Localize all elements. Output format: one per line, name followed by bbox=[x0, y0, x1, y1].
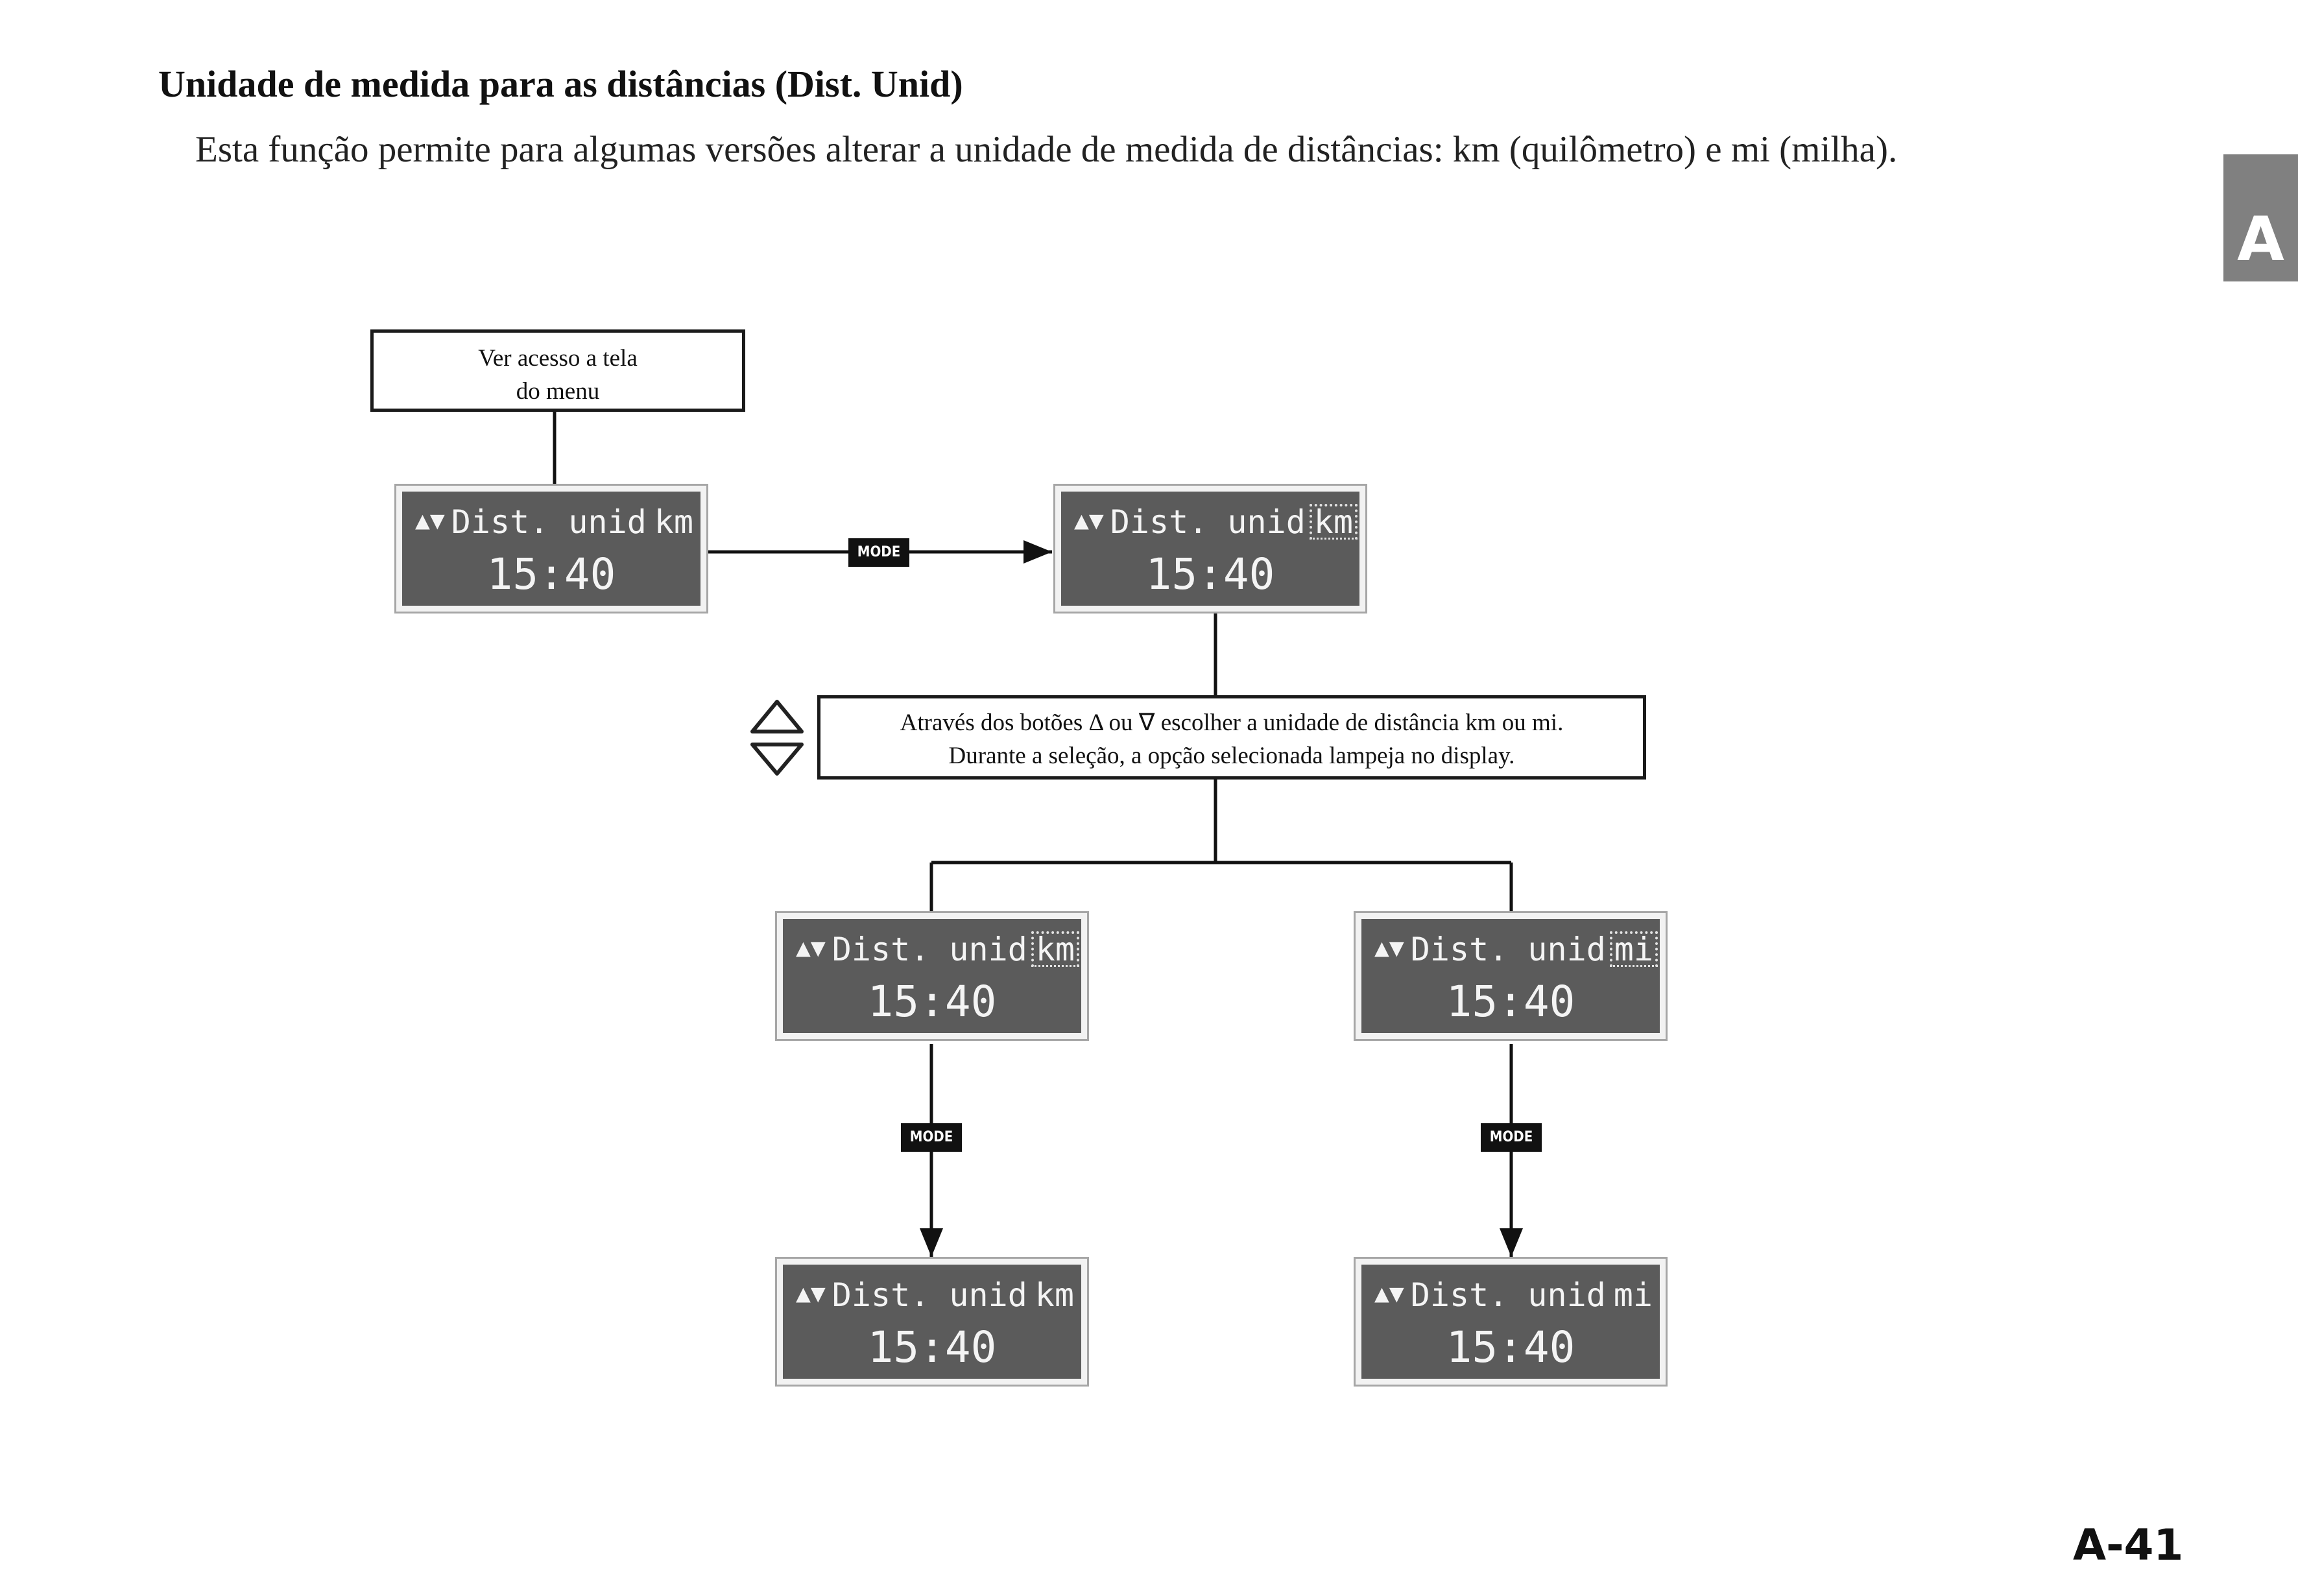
display-unit: km bbox=[654, 503, 694, 541]
up-down-arrows-icon: ▲▼ bbox=[796, 1279, 826, 1307]
display-label: Dist. unid bbox=[1410, 931, 1606, 968]
instruction-line1: Através dos botões Δ ou ∇ escolher a uni… bbox=[900, 709, 1564, 736]
up-down-arrows-icon: ▲▼ bbox=[1374, 933, 1404, 962]
section-tab: A bbox=[2223, 154, 2298, 281]
mode-button-label: MODE bbox=[1481, 1123, 1542, 1152]
up-down-arrows-icon: ▲▼ bbox=[1374, 1279, 1404, 1307]
instruction-line2: Durante a seleção, a opção selecionada l… bbox=[948, 743, 1515, 769]
display-label: Dist. unid bbox=[832, 931, 1027, 968]
display-time: 15:40 bbox=[1446, 1322, 1575, 1372]
display-label: Dist. unid bbox=[832, 1276, 1027, 1314]
up-down-selection-icon bbox=[750, 700, 804, 776]
start-box: Ver acesso a tela do menu bbox=[370, 329, 745, 412]
up-down-arrows-icon: ▲▼ bbox=[796, 933, 826, 962]
display-label: Dist. unid bbox=[451, 503, 647, 541]
start-box-line2: do menu bbox=[516, 378, 600, 405]
display-time: 15:40 bbox=[867, 1322, 997, 1372]
display-time: 15:40 bbox=[867, 977, 997, 1027]
up-down-arrows-icon: ▲▼ bbox=[1074, 506, 1104, 534]
display-unit-blinking: km bbox=[1309, 504, 1358, 540]
display-time: 15:40 bbox=[1145, 549, 1275, 599]
instruction-box: Através dos botões Δ ou ∇ escolher a uni… bbox=[817, 695, 1646, 780]
mode-button-label: MODE bbox=[848, 538, 909, 567]
intro-paragraph: Esta função permite para algumas versões… bbox=[195, 129, 1898, 170]
display-unit: km bbox=[1035, 1276, 1075, 1314]
display-label: Dist. unid bbox=[1110, 503, 1306, 541]
display-time: 15:40 bbox=[486, 549, 616, 599]
display-unit-blinking: mi bbox=[1609, 931, 1658, 967]
page-number: A-41 bbox=[2073, 1520, 2184, 1570]
display-time: 15:40 bbox=[1446, 977, 1575, 1027]
display-unit: mi bbox=[1613, 1276, 1653, 1314]
display-label: Dist. unid bbox=[1410, 1276, 1606, 1314]
display-unit-blinking: km bbox=[1031, 931, 1080, 967]
start-box-line1: Ver acesso a tela bbox=[478, 345, 638, 372]
up-down-arrows-icon: ▲▼ bbox=[415, 506, 445, 534]
mode-button-label: MODE bbox=[901, 1123, 962, 1152]
section-tab-letter: A bbox=[2237, 204, 2284, 275]
section-heading: Unidade de medida para as distâncias (Di… bbox=[158, 63, 963, 105]
